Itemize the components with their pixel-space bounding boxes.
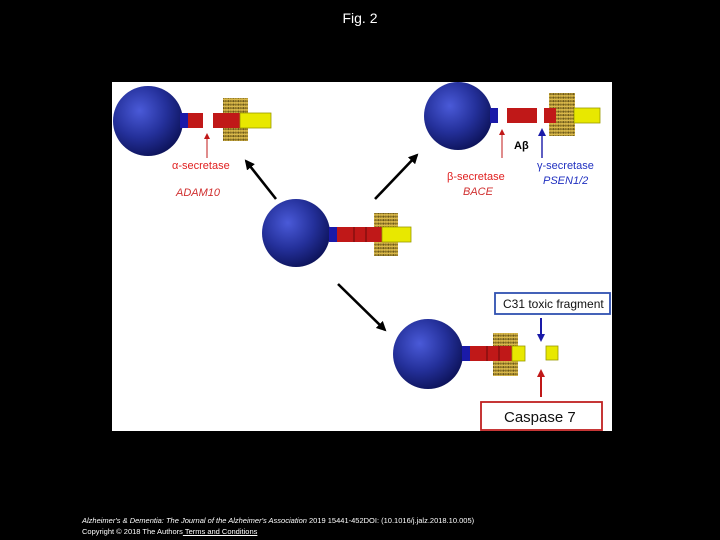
app-red-segment <box>544 108 556 123</box>
terms-and-conditions-link[interactable]: Terms and Conditions <box>182 527 258 536</box>
cell-icon <box>113 86 183 156</box>
app-processing-diagram: α-secretase ADAM10 Aβ β-secretase BACE γ… <box>113 82 611 431</box>
app-blue-segment <box>180 113 188 128</box>
citation-footer: Alzheimer's & Dementia: The Journal of t… <box>82 515 474 537</box>
app-yellow-segment <box>381 226 412 243</box>
c31-fragment <box>545 345 559 361</box>
cell-icon <box>262 199 330 267</box>
page-title: Fig. 2 <box>342 10 378 26</box>
app-red-segment <box>337 227 382 242</box>
citation-details: 2019 15441-452DOI: (10.1016/j.jalz.2018.… <box>306 516 475 525</box>
arrow-icon <box>374 153 419 200</box>
gamma-secretase-label: γ-secretase <box>537 160 594 172</box>
alpha-secretase-label: α-secretase <box>172 160 230 172</box>
caspase-7-box <box>480 401 603 431</box>
diagram-figure: α-secretase ADAM10 Aβ β-secretase BACE γ… <box>112 82 612 431</box>
app-red-segment <box>470 346 512 361</box>
app-blue-segment <box>329 227 337 242</box>
app-blue-segment <box>462 346 470 361</box>
copyright-line: Copyright © 2018 The Authors Terms and C… <box>82 526 474 537</box>
caspase-7-label: Caspase 7 <box>504 409 576 426</box>
app-red-segment <box>188 113 203 128</box>
journal-name: Alzheimer's & Dementia: The Journal of t… <box>82 516 307 525</box>
amyloidogenic-pathway-cell: Aβ β-secretase BACE γ-secretase PSEN1/2 <box>424 82 601 198</box>
app-red-segment <box>213 113 240 128</box>
app-yellow-segment <box>511 345 526 362</box>
app-red-segment <box>507 108 537 123</box>
app-yellow-segment <box>573 107 601 124</box>
c31-toxic-fragment-box <box>494 292 611 315</box>
copyright-text: Copyright © 2018 The Authors <box>82 527 183 536</box>
abeta-label: Aβ <box>514 140 529 152</box>
beta-secretase-label: β-secretase <box>447 171 505 183</box>
cell-icon <box>393 319 463 389</box>
alpha-pathway-cell: α-secretase ADAM10 <box>113 86 272 199</box>
citation-line: Alzheimer's & Dementia: The Journal of t… <box>82 515 474 526</box>
adam10-label: ADAM10 <box>175 187 221 199</box>
app-blue-segment <box>490 108 498 123</box>
bace-label: BACE <box>463 186 494 198</box>
cell-icon <box>424 82 492 150</box>
center-app-cell <box>262 199 412 267</box>
arrow-icon <box>337 283 387 332</box>
c31-toxic-fragment-label: C31 toxic fragment <box>503 297 604 311</box>
psen-label: PSEN1/2 <box>543 175 588 187</box>
app-yellow-segment <box>239 112 272 129</box>
arrow-icon <box>244 159 278 200</box>
caspase-pathway-cell: C31 toxic fragment Caspase 7 <box>393 292 611 431</box>
